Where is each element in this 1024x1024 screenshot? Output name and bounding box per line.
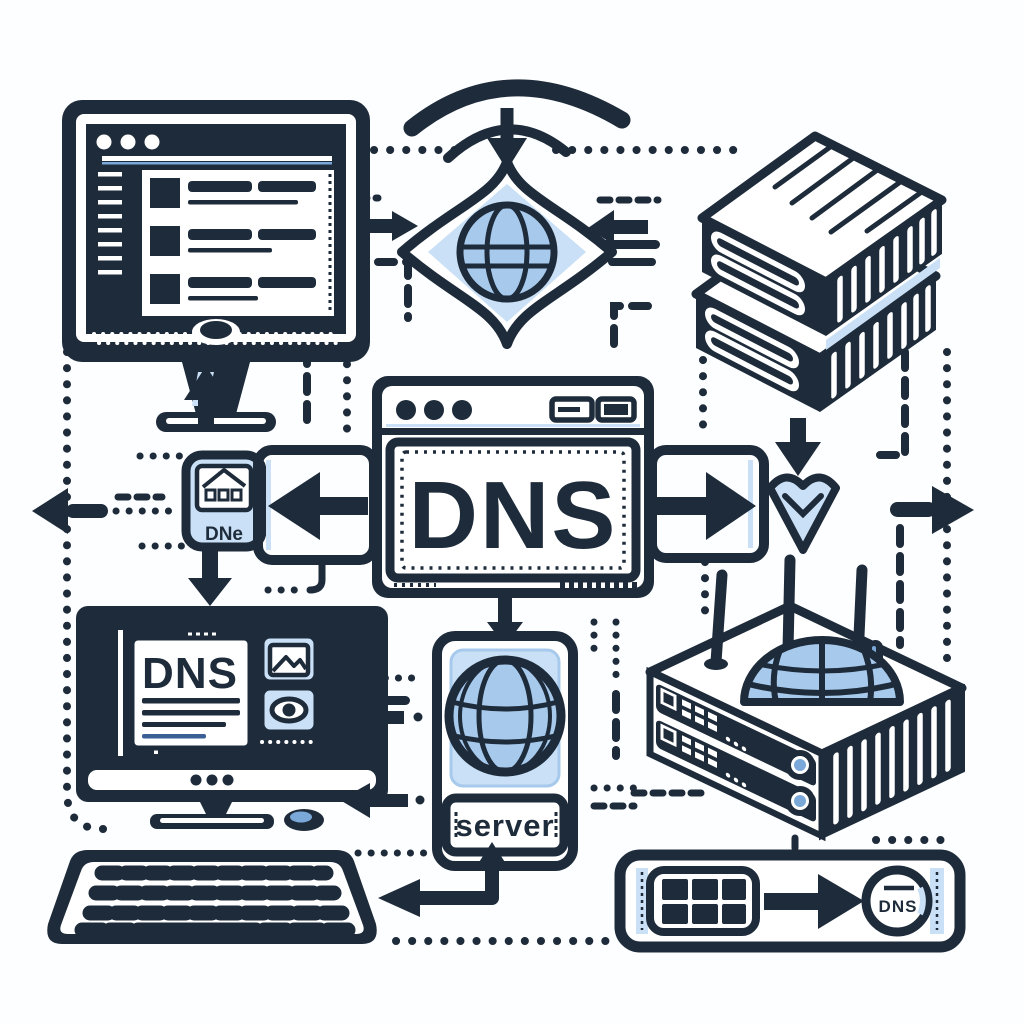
router-ports (764, 746, 815, 816)
router-side-face (819, 683, 965, 841)
keyboard (47, 850, 377, 944)
eye-icon (269, 696, 309, 724)
window-buttons (549, 396, 637, 423)
grid-icon (646, 866, 760, 936)
image-tile (259, 633, 319, 685)
sidebar-bars (98, 172, 122, 275)
big-arrow-right (656, 472, 756, 540)
dns-circle-badge: DNS (861, 865, 933, 937)
list-row (150, 226, 316, 256)
arrow-right (764, 874, 864, 929)
list-row (150, 274, 316, 304)
dns-app-icon: DNe (181, 450, 267, 552)
arrow-left (340, 783, 425, 818)
dns-window-label: DNS (409, 462, 618, 569)
dns-app-icon-label: DNe (205, 524, 243, 545)
mouse-icon (284, 809, 324, 831)
arrow-left (588, 210, 660, 266)
router-globe-dome-icon (740, 636, 904, 706)
big-arrow-left (268, 472, 368, 540)
dns-badge-circle-label: DNS (879, 897, 918, 916)
wireless-router (645, 554, 967, 842)
eye-tile (259, 685, 319, 735)
chevron-down-icon (766, 473, 840, 554)
list-panel (138, 166, 338, 320)
arrow-down (775, 418, 821, 476)
dns-results-monitor: DNS (76, 606, 388, 831)
globe-icon (456, 201, 558, 303)
request-connector-right (647, 445, 769, 563)
image-icon (267, 642, 311, 678)
arrow-down (188, 548, 232, 606)
globe-icon (444, 655, 566, 777)
list-row (150, 178, 316, 208)
arrow-up (184, 366, 228, 432)
window-control-dots-icon (396, 400, 472, 420)
dns-monitor-label: DNS (142, 649, 238, 698)
desktop-monitor (62, 100, 370, 432)
arrow-left (334, 696, 423, 735)
server-card-label: server (455, 808, 554, 843)
router-front-face (646, 666, 826, 842)
grid-arrow-dns-banner: DNS (614, 849, 966, 953)
elbow-arrow (378, 842, 510, 917)
arrow-right (366, 211, 418, 241)
wifi-swoosh-icon (403, 79, 631, 170)
dns-page-card: DNS (129, 635, 253, 751)
dns-browser-window: DNS (372, 376, 654, 598)
monitor-stand (150, 802, 274, 829)
server-label-box: server (441, 793, 569, 857)
globe-badge (397, 157, 617, 349)
server-stack (696, 136, 942, 412)
arrow-right (890, 486, 974, 534)
window-control-dots-icon (96, 134, 160, 150)
arrow-left (32, 488, 108, 534)
server-globe-card: server (432, 631, 578, 871)
